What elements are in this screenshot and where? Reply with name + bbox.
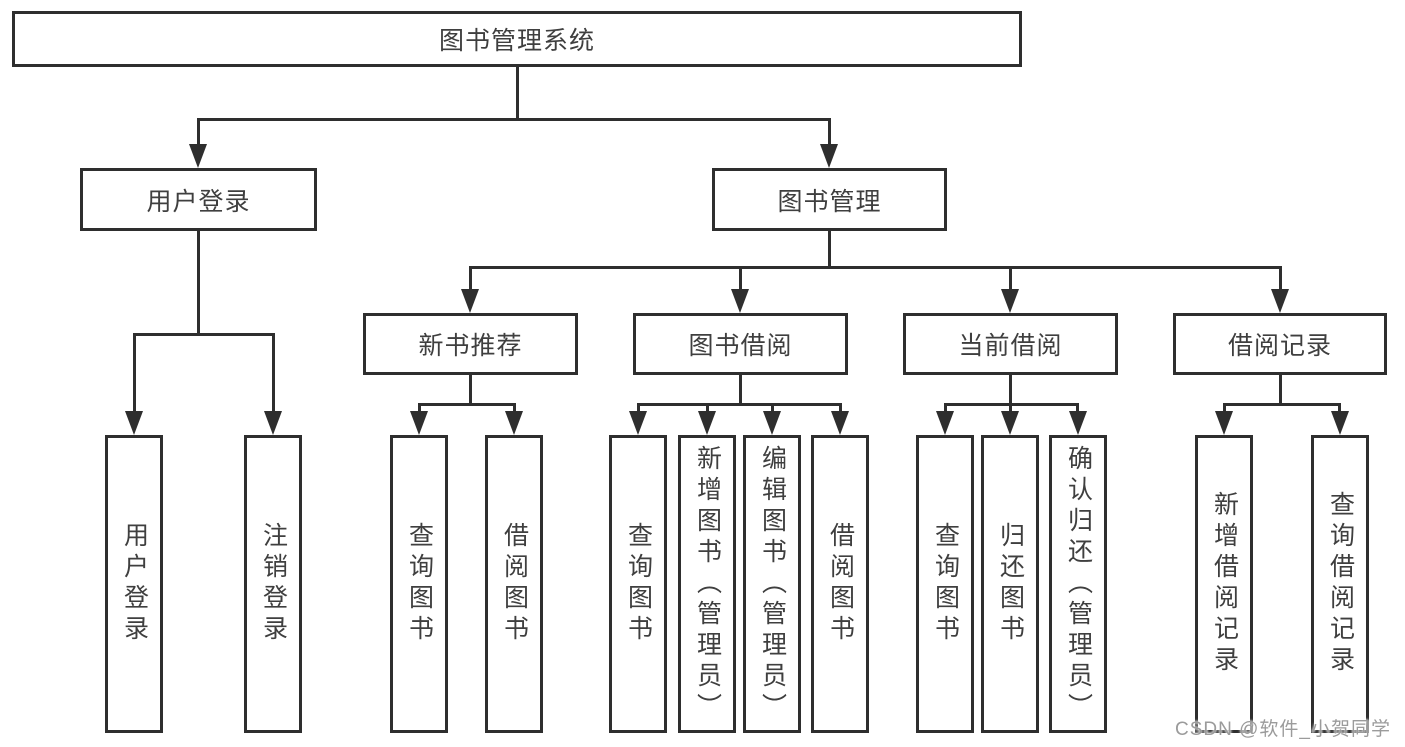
arrow-down-icon <box>763 411 781 435</box>
node-leaf-confirm-return-admin: 确认归还（管理员） <box>1049 435 1107 733</box>
node-label: 图书管理系统 <box>438 27 595 55</box>
connector-line <box>1338 403 1341 413</box>
arrow-down-icon <box>1069 411 1087 435</box>
connector-line <box>513 403 516 413</box>
node-label: 新书推荐 <box>418 332 523 360</box>
node-label: 查询图书 <box>931 522 960 646</box>
connector-line <box>1279 266 1282 291</box>
node-user-login: 用户登录 <box>80 168 317 231</box>
arrow-down-icon <box>189 144 207 168</box>
node-leaf-user-login: 用户登录 <box>105 435 163 733</box>
arrow-down-icon <box>936 411 954 435</box>
arrow-down-icon <box>410 411 428 435</box>
node-leaf-borrow-book-1: 借阅图书 <box>485 435 543 733</box>
arrow-down-icon <box>1215 411 1233 435</box>
connector-line <box>133 333 275 336</box>
node-label: 确认归还（管理员） <box>1064 444 1093 724</box>
arrow-down-icon <box>1001 411 1019 435</box>
node-book-borrow: 图书借阅 <box>633 313 848 375</box>
connector-line <box>771 403 774 413</box>
connector-line <box>272 333 275 413</box>
connector-line <box>739 374 742 405</box>
node-label: 借阅图书 <box>500 522 529 646</box>
arrow-down-icon <box>125 411 143 435</box>
arrow-down-icon <box>831 411 849 435</box>
connector-line <box>637 403 841 406</box>
node-leaf-borrow-book-2: 借阅图书 <box>811 435 869 733</box>
node-leaf-add-book-admin: 新增图书（管理员） <box>678 435 736 733</box>
connector-line <box>1009 266 1012 291</box>
node-root: 图书管理系统 <box>12 11 1022 67</box>
node-leaf-query-book-3: 查询图书 <box>916 435 974 733</box>
connector-line <box>469 266 472 291</box>
connector-line <box>828 118 831 146</box>
node-borrow-record: 借阅记录 <box>1173 313 1387 375</box>
node-current-borrow: 当前借阅 <box>903 313 1118 375</box>
node-label: 注销登录 <box>259 522 288 646</box>
node-leaf-query-book-1: 查询图书 <box>390 435 448 733</box>
node-label: 归还图书 <box>996 522 1025 646</box>
arrow-down-icon <box>629 411 647 435</box>
node-new-book-recommend: 新书推荐 <box>363 313 578 375</box>
node-label: 借阅记录 <box>1227 332 1332 360</box>
connector-line <box>197 231 200 336</box>
arrow-down-icon <box>731 289 749 313</box>
connector-line <box>133 333 136 413</box>
node-leaf-logout: 注销登录 <box>244 435 302 733</box>
node-label: 图书管理 <box>777 187 882 216</box>
connector-line <box>197 118 200 146</box>
connector-line <box>1009 403 1012 413</box>
node-label: 当前借阅 <box>958 332 1063 360</box>
node-label: 查询借阅记录 <box>1326 491 1355 677</box>
node-label: 用户登录 <box>146 187 251 216</box>
connector-line <box>1223 403 1226 413</box>
connector-line <box>1009 374 1012 405</box>
connector-line <box>1076 403 1079 413</box>
node-label: 新增借阅记录 <box>1210 491 1239 677</box>
arrow-down-icon <box>264 411 282 435</box>
connector-line <box>739 266 742 291</box>
connector-line <box>469 266 1281 269</box>
arrow-down-icon <box>505 411 523 435</box>
node-leaf-query-borrow-record: 查询借阅记录 <box>1311 435 1369 733</box>
arrow-down-icon <box>1271 289 1289 313</box>
node-label: 新增图书（管理员） <box>693 444 722 724</box>
connector-line <box>828 231 831 269</box>
node-label: 查询图书 <box>405 522 434 646</box>
node-label: 借阅图书 <box>826 522 855 646</box>
connector-line <box>706 403 709 413</box>
arrow-down-icon <box>461 289 479 313</box>
arrow-down-icon <box>698 411 716 435</box>
node-label: 查询图书 <box>624 522 653 646</box>
csdn-watermark: CSDN @软件_小贺同学 <box>1175 719 1391 740</box>
arrow-down-icon <box>1001 289 1019 313</box>
node-leaf-query-book-2: 查询图书 <box>609 435 667 733</box>
connector-line <box>1279 374 1282 405</box>
connector-line <box>944 403 947 413</box>
arrow-down-icon <box>1331 411 1349 435</box>
connector-line <box>1223 403 1341 406</box>
connector-line <box>418 403 515 406</box>
connector-line <box>469 374 472 405</box>
node-label: 用户登录 <box>120 522 149 646</box>
node-book-management: 图书管理 <box>712 168 947 231</box>
node-label: 编辑图书（管理员） <box>758 444 787 724</box>
connector-line <box>516 67 519 120</box>
arrow-down-icon <box>820 144 838 168</box>
node-leaf-add-borrow-record: 新增借阅记录 <box>1195 435 1253 733</box>
node-leaf-edit-book-admin: 编辑图书（管理员） <box>743 435 801 733</box>
node-leaf-return-book: 归还图书 <box>981 435 1039 733</box>
connector-line <box>418 403 421 413</box>
connector-line <box>197 118 831 121</box>
node-label: 图书借阅 <box>688 332 793 360</box>
connector-line <box>839 403 842 413</box>
connector-line <box>637 403 640 413</box>
